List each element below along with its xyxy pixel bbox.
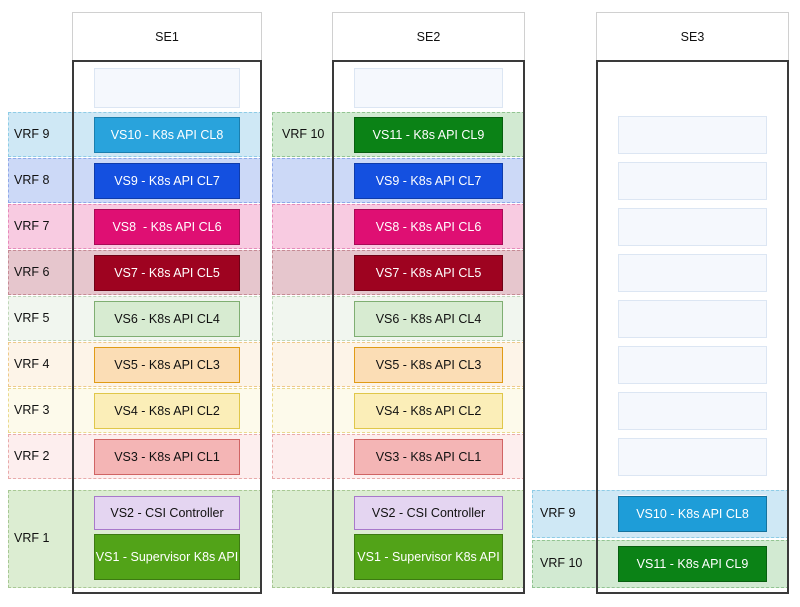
se-title: SE2	[416, 29, 441, 44]
virtual-service-box[interactable]: VS11 - K8s API CL9	[354, 117, 503, 153]
virtual-service-box[interactable]: VS3 - K8s API CL1	[94, 439, 240, 475]
virtual-service-box[interactable]: VS9 - K8s API CL7	[354, 163, 503, 199]
empty-slot	[618, 438, 767, 476]
vrf-label: VRF 10	[282, 126, 325, 141]
virtual-service-box[interactable]: VS2 - CSI Controller	[354, 496, 503, 530]
virtual-service-box[interactable]: VS3 - K8s API CL1	[354, 439, 503, 475]
se-header-se1: SE1	[72, 12, 262, 60]
vrf-label: VRF 8	[14, 172, 50, 187]
virtual-service-box[interactable]: VS5 - K8s API CL3	[94, 347, 240, 383]
virtual-service-box[interactable]: VS10 - K8s API CL8	[94, 117, 240, 153]
virtual-service-box[interactable]: VS2 - CSI Controller	[94, 496, 240, 530]
virtual-service-box[interactable]: VS4 - K8s API CL2	[94, 393, 240, 429]
virtual-service-box[interactable]: VS4 - K8s API CL2	[354, 393, 503, 429]
virtual-service-box[interactable]: VS8 - K8s API CL6	[354, 209, 503, 245]
se-title: SE3	[680, 29, 705, 44]
vrf-label: VRF 4	[14, 356, 50, 371]
empty-slot	[618, 162, 767, 200]
virtual-service-box[interactable]: VS10 - K8s API CL8	[618, 496, 767, 532]
virtual-service-box[interactable]: VS6 - K8s API CL4	[354, 301, 503, 337]
se-title: SE1	[155, 29, 179, 44]
virtual-service-box[interactable]: VS7 - K8s API CL5	[354, 255, 503, 291]
virtual-service-box[interactable]: VS11 - K8s API CL9	[618, 546, 767, 582]
virtual-service-box[interactable]: VS1 - Supervisor K8s API	[354, 534, 503, 580]
empty-slot	[354, 68, 503, 108]
vrf-label: VRF 9	[540, 506, 576, 520]
virtual-service-box[interactable]: VS7 - K8s API CL5	[94, 255, 240, 291]
virtual-service-box[interactable]: VS5 - K8s API CL3	[354, 347, 503, 383]
virtual-service-box[interactable]: VS8 - K8s API CL6	[94, 209, 240, 245]
vrf-label: VRF 1	[14, 531, 50, 545]
virtual-service-box[interactable]: VS1 - Supervisor K8s API	[94, 534, 240, 580]
empty-slot	[618, 392, 767, 430]
vrf-label: VRF 5	[14, 310, 50, 325]
empty-slot	[618, 254, 767, 292]
vrf-label: VRF 2	[14, 448, 50, 463]
virtual-service-box[interactable]: VS6 - K8s API CL4	[94, 301, 240, 337]
empty-slot	[618, 300, 767, 338]
vrf-label: VRF 10	[540, 556, 583, 570]
virtual-service-box[interactable]: VS9 - K8s API CL7	[94, 163, 240, 199]
vrf-label: VRF 6	[14, 264, 50, 279]
empty-slot	[94, 68, 240, 108]
vrf-label: VRF 7	[14, 218, 50, 233]
vrf-label: VRF 3	[14, 402, 50, 417]
se-header-se2: SE2	[332, 12, 525, 60]
se-header-se3: SE3	[596, 12, 789, 60]
empty-slot	[618, 116, 767, 154]
vrf-label: VRF 9	[14, 126, 50, 141]
empty-slot	[618, 208, 767, 246]
empty-slot	[618, 346, 767, 384]
